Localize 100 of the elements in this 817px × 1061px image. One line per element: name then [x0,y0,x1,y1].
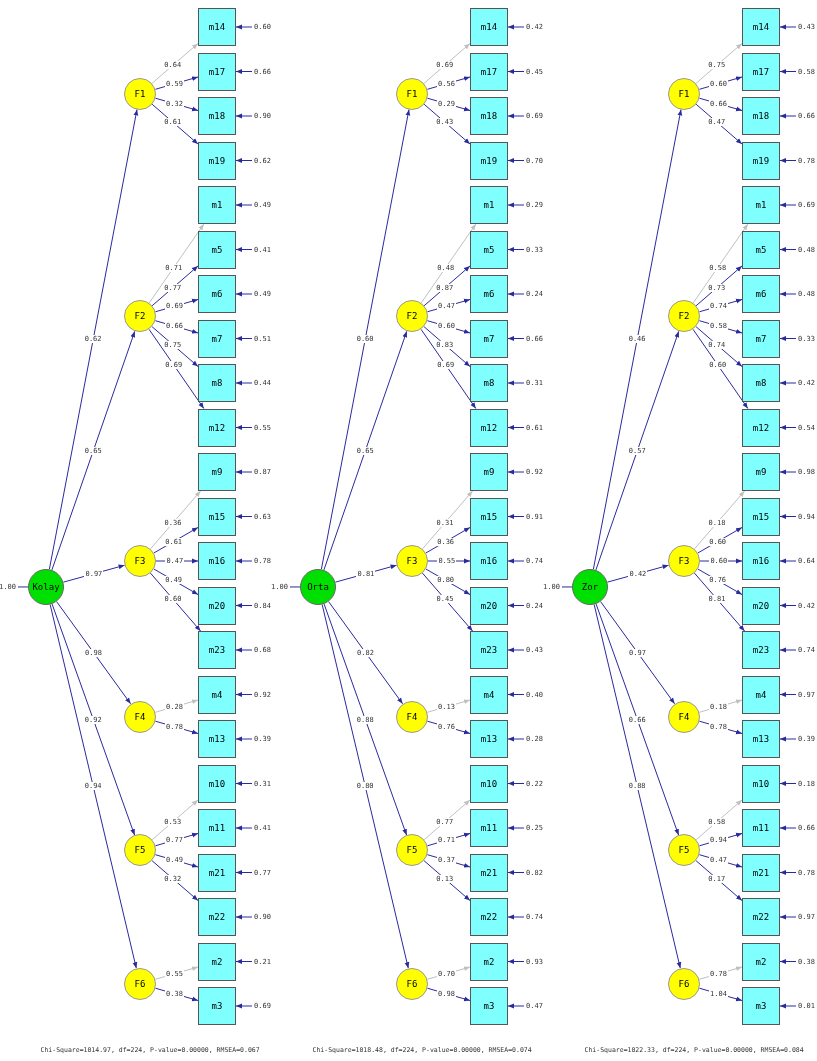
arrow [507,336,525,341]
arrow [507,69,525,74]
latent-variable-circle: F4 [668,700,700,733]
arrow [507,736,525,742]
observed-variable-box: m2 [470,942,508,981]
observed-variable-box: m20 [742,586,780,625]
observed-variable-box: m16 [198,542,236,580]
arrow [698,320,743,334]
arrow [507,781,525,786]
latent-variable-circle: F5 [396,834,428,867]
latent-variable-circle: F6 [396,967,428,1000]
arrow [779,870,797,875]
observed-variable-box: m5 [742,230,780,269]
observed-variable-box: m22 [742,898,780,936]
observed-variable-box: m23 [470,631,508,669]
arrow [507,603,525,608]
arrow [507,24,525,30]
arrow [425,527,471,554]
arrow [151,860,199,902]
arrow [235,514,253,519]
observed-variable-box: m11 [198,809,236,847]
arrow [507,692,525,697]
arrow [48,108,139,570]
arrow [151,799,199,841]
arrow [421,490,474,550]
arrow [695,103,743,145]
arrow [779,291,797,297]
arrow [235,24,253,30]
arrow [235,603,253,608]
observed-variable-box: m10 [470,764,508,803]
arrow [235,113,253,119]
arrow [235,247,253,252]
arrow [148,223,205,304]
arrow [507,514,525,519]
arrow [423,103,471,145]
observed-variable-box: m8 [742,364,780,402]
observed-variable-box: m3 [470,987,508,1025]
latent-variable-circle: F1 [396,77,428,110]
arrow [153,568,199,595]
arrow [51,603,136,836]
observed-variable-box: m9 [470,453,508,491]
arrow [149,490,202,550]
arrow [235,425,253,430]
arrow [235,380,253,386]
observed-variable-box: m10 [198,764,236,803]
arrow [507,202,525,208]
observed-variable-box: m6 [198,275,236,313]
arrow [507,469,525,475]
arrow [779,113,797,119]
arrow [779,202,797,208]
arrow [235,158,253,163]
observed-variable-box: m13 [198,720,236,758]
arrow [779,158,797,163]
arrow [779,514,797,519]
arrow [593,603,682,969]
arrow [693,490,746,550]
arrow [328,601,404,705]
observed-variable-box: m15 [198,497,236,536]
arrow [423,860,471,902]
arrow [423,326,471,368]
arrow [323,603,408,836]
arrow [695,799,743,841]
observed-variable-box: m22 [198,898,236,936]
observed-variable-box: m1 [742,186,780,224]
arrow [51,330,136,571]
latent-variable-circle: F6 [668,967,700,1000]
observed-variable-box: m9 [742,453,780,491]
latent-variable-circle: Zor [572,568,608,605]
arrow [235,336,253,341]
observed-variable-box: m14 [742,8,780,46]
observed-variable-box: m21 [470,853,508,892]
arrow [507,914,525,920]
arrow [151,265,199,307]
connector-line [17,586,29,588]
arrow [148,328,205,409]
observed-variable-box: m4 [742,675,780,714]
arrow [235,558,253,564]
arrow [56,601,132,705]
arrow [235,291,253,297]
observed-variable-box: m4 [470,675,508,714]
observed-variable-box: m22 [470,898,508,936]
arrow [779,914,797,920]
observed-variable-box: m20 [198,586,236,625]
arrow [507,158,525,163]
arrow [320,108,411,570]
arrow [151,42,199,84]
observed-variable-box: m9 [198,453,236,491]
observed-variable-box: m21 [742,853,780,892]
arrow [507,959,525,964]
arrow [151,326,199,368]
arrow [779,24,797,30]
arrow [507,291,525,297]
latent-variable-circle: F1 [668,77,700,110]
arrow [779,647,797,653]
arrow [235,736,253,742]
arrow [49,603,138,969]
arrow [697,568,743,595]
observed-variable-box: m1 [470,186,508,224]
observed-variable-box: m8 [198,364,236,402]
arrow [235,959,253,964]
